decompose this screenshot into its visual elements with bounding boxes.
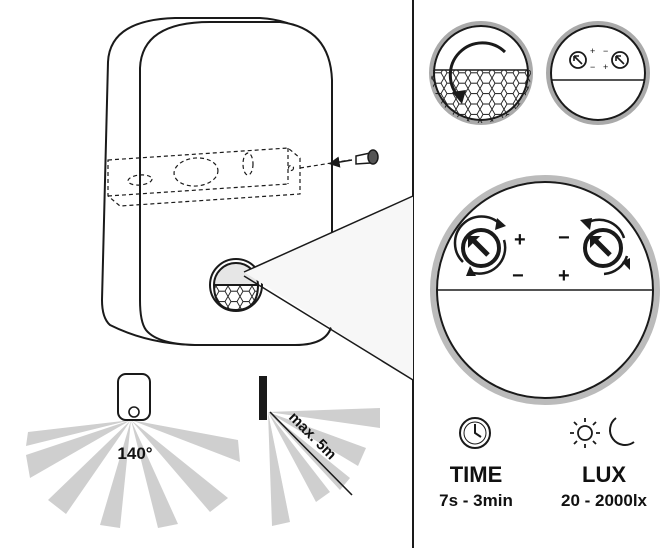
sun-icon (570, 418, 600, 448)
range-line (269, 411, 353, 496)
sensor-side-view (259, 376, 267, 420)
time-title: TIME (450, 462, 503, 487)
callout-lines (243, 195, 414, 381)
minus-sign: − (603, 46, 608, 56)
plus-sign: + (603, 62, 608, 72)
detection-angle-diagram: 140° (26, 373, 240, 528)
arrow-icon (468, 236, 480, 248)
angle-label: 140° (117, 444, 152, 463)
arrow-icon (590, 236, 602, 248)
lux-setting: LUX 20 - 2000lx (561, 417, 648, 510)
beam-fan (26, 420, 240, 528)
mounting-bracket (107, 147, 351, 207)
screw-icon (328, 149, 379, 168)
moon-icon (609, 417, 635, 446)
knob-panel-small: + − − + (546, 21, 650, 125)
time-knob[interactable]: + − (453, 215, 526, 287)
minus-sign: − (558, 227, 570, 249)
plus-sign: + (514, 229, 526, 251)
minus-sign: − (512, 265, 524, 287)
time-setting: TIME 7s - 3min (439, 417, 513, 510)
lux-knob[interactable]: − + (558, 218, 630, 287)
minus-sign: − (590, 62, 595, 72)
clock-icon (459, 417, 491, 449)
detection-range-diagram: max. 5m (259, 376, 380, 526)
lens-rotation-view (429, 21, 533, 125)
sensor-front-view (117, 373, 151, 421)
plus-sign: + (558, 265, 570, 287)
lux-title: LUX (582, 462, 626, 487)
lux-range: 20 - 2000lx (561, 491, 648, 510)
rotate-arrow-icon (448, 41, 507, 100)
plus-sign: + (590, 46, 595, 56)
time-range: 7s - 3min (439, 491, 513, 510)
knob-panel-large: + − − + (430, 175, 660, 405)
